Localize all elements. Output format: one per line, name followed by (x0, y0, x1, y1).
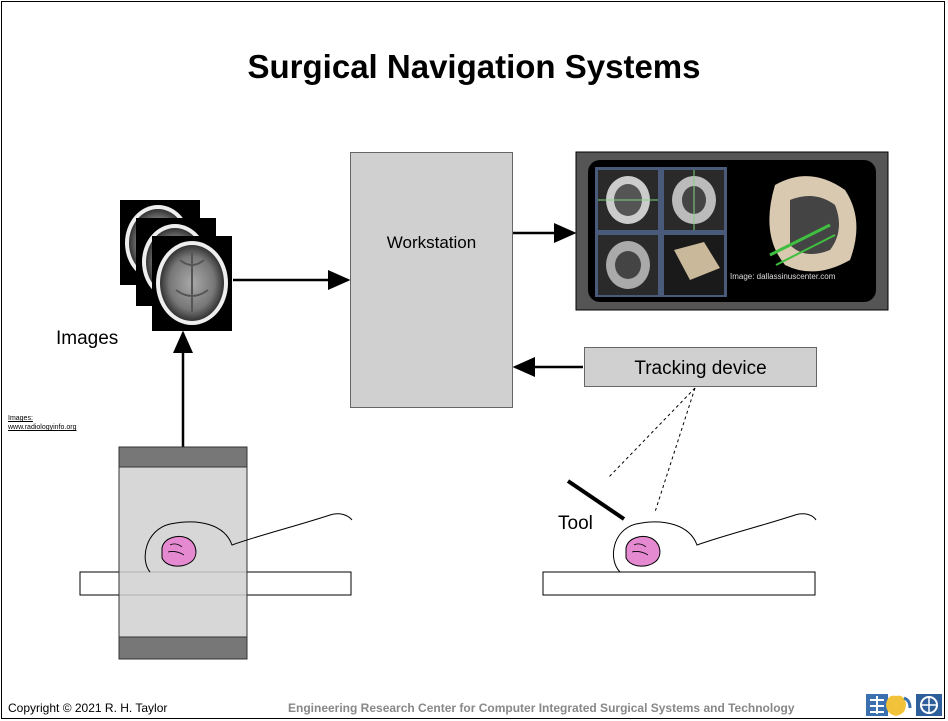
tool-label: Tool (558, 513, 593, 534)
images-credit[interactable]: Images: www.radiologyinfo.org (8, 414, 76, 432)
screen-image-credit: Image: dallassinuscenter.com (730, 272, 836, 281)
tracking-device-label: Tracking device (634, 358, 767, 379)
tracking-device-box: Tracking device (584, 347, 817, 387)
tracking-rays (607, 387, 696, 513)
tool-icon (566, 479, 626, 521)
images-credit-link[interactable]: www.radiologyinfo.org (8, 424, 77, 431)
images-label: Images (56, 328, 119, 349)
footer-center-text: Engineering Research Center for Computer… (288, 701, 795, 715)
logo-icons (866, 694, 942, 716)
navigation-screen-image (575, 151, 889, 311)
slide-title: Surgical Navigation Systems (247, 48, 701, 85)
images-credit-line1: Images: (8, 415, 33, 422)
workstation-box: Workstation (350, 152, 513, 408)
ct-scan-stack-icon (120, 200, 232, 331)
scanner-patient-figure (79, 446, 353, 660)
footer-copyright: Copyright © 2021 R. H. Taylor (8, 701, 168, 715)
patient-figure-icon (542, 513, 817, 596)
workstation-label: Workstation (386, 233, 477, 252)
